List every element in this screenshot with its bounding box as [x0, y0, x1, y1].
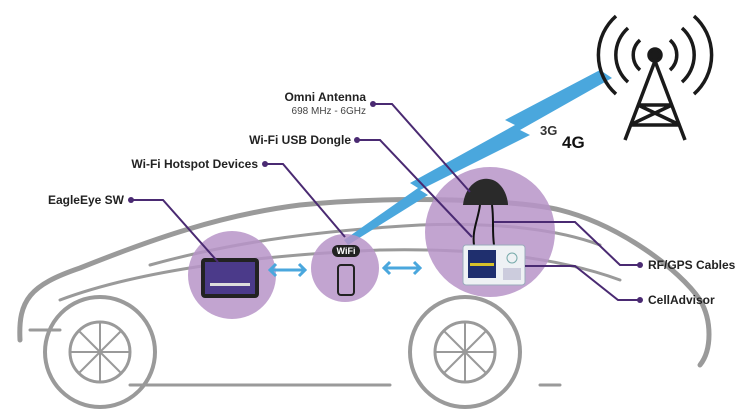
- leader-lines: [131, 103, 640, 301]
- wifi-logo-text: WiFi: [337, 246, 356, 256]
- label-rf-gps-cables: RF/GPS Cables: [648, 258, 736, 272]
- badge-4g: 4G: [562, 133, 585, 152]
- link-arrow-left: [267, 260, 423, 278]
- phone-icon: [337, 264, 355, 296]
- label-eagleeye-sw: EagleEye SW: [47, 193, 124, 207]
- omni-antenna-icon: [463, 178, 508, 205]
- label-omni-antenna: Omni Antenna: [284, 90, 366, 104]
- wifi-logo-icon: [332, 245, 360, 257]
- signal-beam: [344, 70, 612, 245]
- cell-tower-icon: [596, 14, 714, 141]
- celladvisor-device-icon: [462, 244, 526, 286]
- label-omni-frequency: 698 MHz - 6GHz: [291, 106, 366, 117]
- rf-cables: [472, 204, 495, 246]
- label-wifi-hotspot-devices: Wi-Fi Hotspot Devices: [131, 157, 258, 171]
- leader-dots: [128, 101, 643, 303]
- hotspot-circle: [311, 234, 379, 302]
- label-celladvisor: CellAdvisor: [648, 293, 715, 307]
- tablet-icon: [201, 258, 259, 298]
- label-wifi-usb-dongle: Wi-Fi USB Dongle: [249, 133, 351, 147]
- badge-3g: 3G: [540, 123, 557, 138]
